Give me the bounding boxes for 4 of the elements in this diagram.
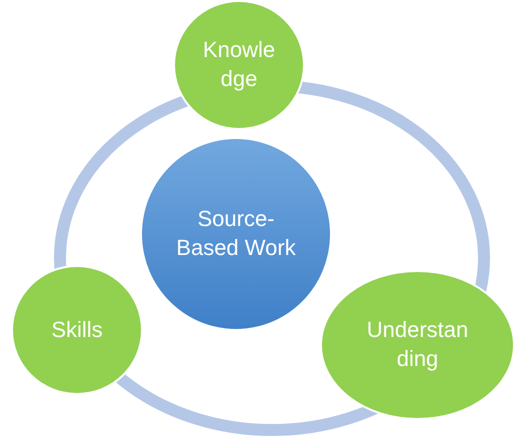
node-label: Source- Based Work xyxy=(175,205,297,262)
node-label: Skills xyxy=(50,316,104,344)
node-label: Understan ding xyxy=(366,316,470,373)
node-label: Knowle dge xyxy=(202,36,276,93)
